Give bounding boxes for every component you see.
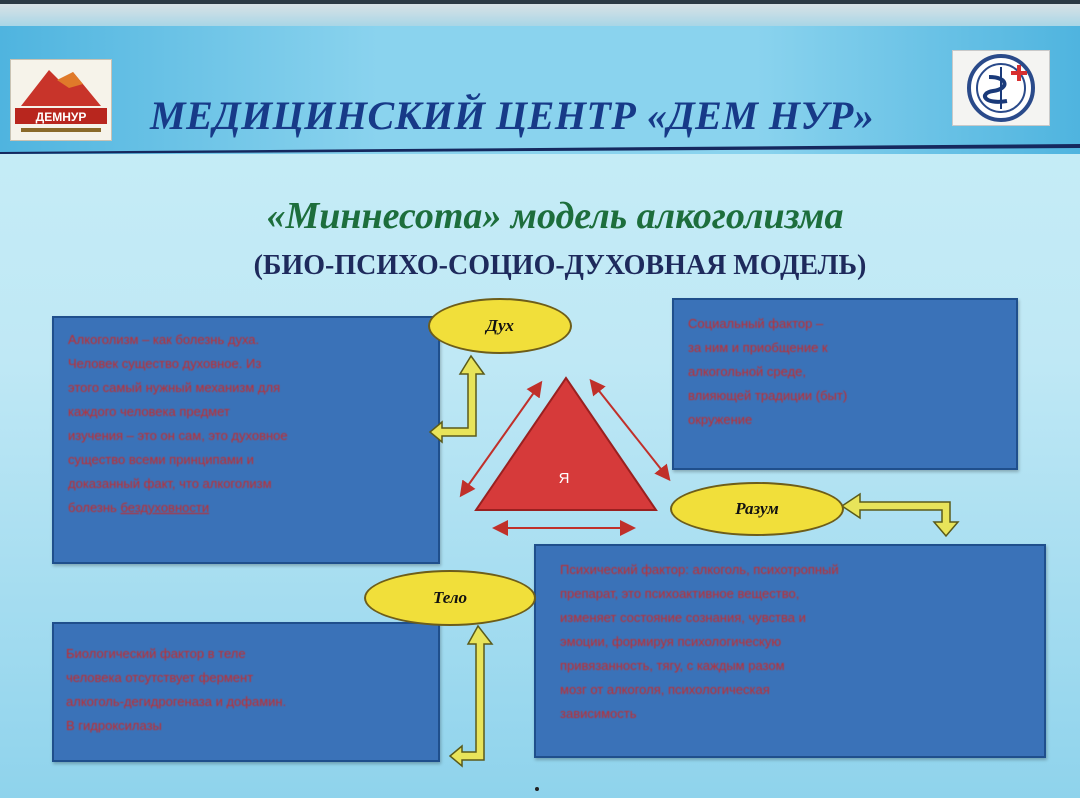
social-text-line: Социальный фактор – (688, 316, 824, 331)
spirit-factor-panel: Алкоголизм – как болезнь духа. Человек с… (52, 316, 440, 564)
spirit-text-line: этого самый нужный механизм для (68, 380, 281, 395)
demnur-logo: ДЕМНУР (10, 59, 112, 141)
marker-dot (535, 787, 539, 791)
logo-left-text: ДЕМНУР (36, 110, 87, 124)
social-text-line: влияющей традиции (быт) (688, 388, 848, 403)
medical-emblem-logo (952, 50, 1050, 126)
body-text-line: В гидроксилазы (66, 718, 162, 733)
mind-text-line: препарат, это психоактивное вещество, (560, 586, 800, 601)
body-text-line: алкоголь-дегидрогеназа и дофамин. (66, 694, 287, 709)
social-factor-panel: Социальный фактор – за ним и приобщение … (672, 298, 1018, 470)
social-text-line: окружение (688, 412, 753, 427)
mind-text-line: изменяет состояние сознания, чувства и (560, 610, 806, 625)
mind-text-line: эмоции, формируя психологическую (560, 634, 782, 649)
spirit-text-tail: болезнь (68, 500, 117, 515)
self-label: Я (558, 470, 570, 487)
center-name: МЕДИЦИНСКИЙ ЦЕНТР «ДЕМ НУР» (150, 93, 875, 138)
social-self-arrow (589, 378, 671, 482)
spirit-text-line: доказанный факт, что алкоголизм (68, 476, 272, 491)
spirit-self-arrow (459, 380, 543, 498)
caduceus-emblem-icon (967, 54, 1035, 122)
body-text-line: человека отсутствует фермент (66, 670, 254, 685)
mind-text-line: привязанность, тягу, с каждым разом (560, 658, 785, 673)
mind-text-line: мозг от алкоголя, психологическая (560, 682, 770, 697)
social-text-line: за ним и приобщение к (688, 340, 828, 355)
mind-text-line: зависимость (560, 706, 637, 721)
spirit-text-line-last: болезнь бездуховности (68, 496, 424, 520)
mind-factor-panel: Психический фактор: алкоголь, психотропн… (534, 544, 1046, 758)
body-node: Тело (364, 570, 536, 626)
body-factor-panel: Биологический фактор в теле человека отс… (52, 622, 440, 762)
mind-link-arrow (840, 492, 960, 538)
social-text-line: алкогольной среде, (688, 364, 807, 379)
spirit-node: Дух (428, 298, 572, 354)
top-strip (0, 4, 1080, 26)
spirit-text-line: изучения – это он сам, это духовное (68, 428, 288, 443)
poster-board: ДЕМНУР МЕДИЦИНСКИЙ ЦЕНТР «ДЕМ НУР» «Минн… (0, 4, 1080, 798)
poster-title: «Миннесота» модель алкоголизма (266, 195, 844, 237)
poster-subtitle: (БИО-ПСИХО-СОЦИО-ДУХОВНАЯ МОДЕЛЬ) (253, 250, 867, 281)
mind-node: Разум (670, 482, 844, 536)
mountain-icon: ДЕМНУР (15, 70, 107, 132)
spirit-underlined-word: бездуховности (120, 500, 210, 515)
header-band (0, 4, 1080, 154)
self-triangle (474, 376, 658, 511)
spirit-text-line: Алкоголизм – как болезнь духа. (68, 332, 260, 347)
mind-text-line: Психический фактор: алкоголь, психотропн… (560, 562, 839, 577)
spirit-text-line: Человек существо духовное. Из (68, 356, 262, 371)
spirit-text-line: каждого человека предмет (68, 404, 230, 419)
body-link-arrow (448, 624, 494, 768)
header-divider (0, 144, 1080, 154)
spirit-text-line: существо всеми принципами и (68, 452, 254, 467)
body-text-line: Биологический фактор в теле (66, 646, 246, 661)
